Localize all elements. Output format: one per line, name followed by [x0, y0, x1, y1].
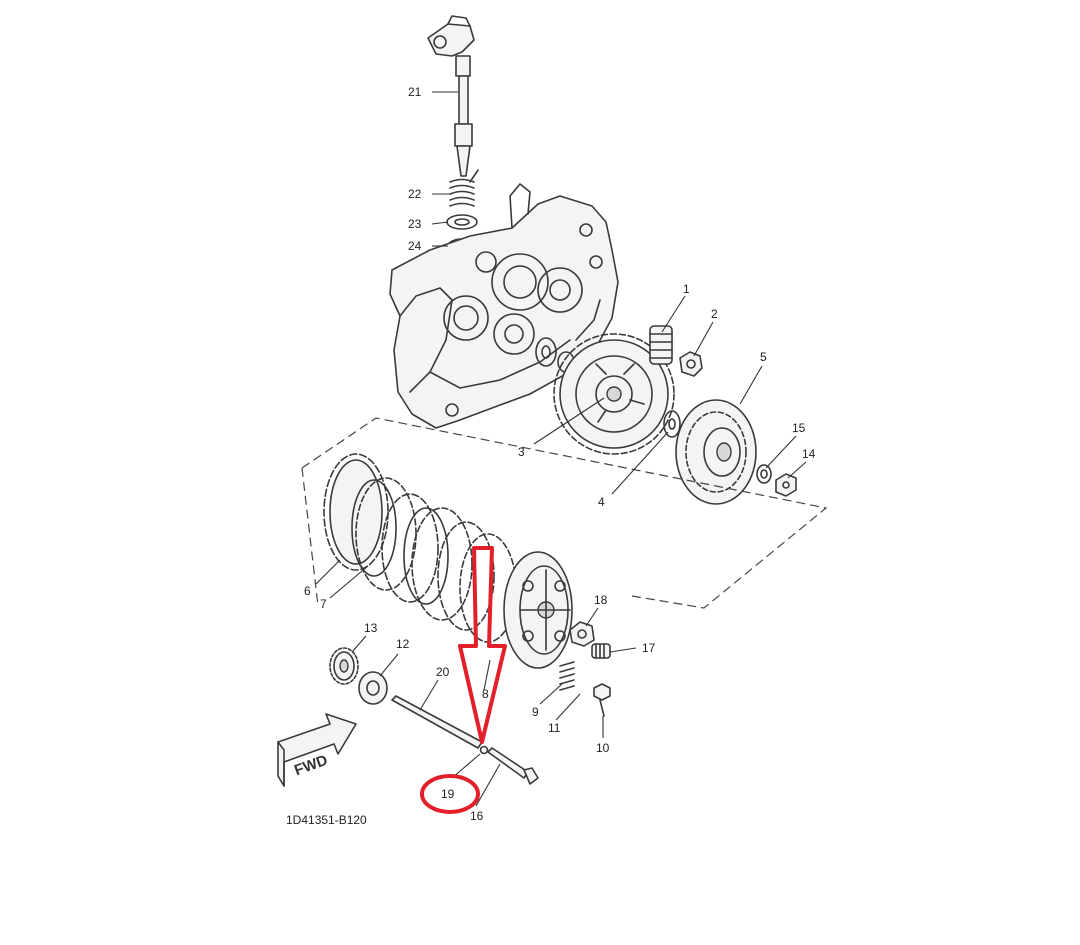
push-rod-long — [391, 695, 483, 749]
callout-1: 1 — [683, 282, 690, 296]
clutch-bolt — [593, 683, 611, 717]
callout-15: 15 — [792, 421, 806, 435]
callout-21: 21 — [408, 85, 422, 99]
diagram-code: 1D41351-B120 — [286, 813, 367, 827]
clutch-spring — [559, 661, 575, 691]
toothed-washer — [329, 647, 359, 685]
callout-23: 23 — [408, 217, 422, 231]
callout-24: 24 — [408, 239, 422, 253]
callout-numbers: 1 2 3 4 5 6 7 8 9 10 11 12 13 14 15 16 1… — [304, 85, 816, 823]
clutch-group-boundary — [301, 417, 828, 609]
leader-lines — [315, 91, 807, 807]
primary-driven-gear — [553, 333, 675, 455]
callout-12: 12 — [396, 637, 410, 651]
callout-18: 18 — [594, 593, 608, 607]
lock-washer — [756, 464, 772, 484]
thrust-washer — [663, 410, 681, 438]
callout-5: 5 — [760, 350, 767, 364]
kick-shaft-assembly — [427, 15, 479, 254]
callout-20: 20 — [436, 665, 450, 679]
push-rod-nut — [569, 621, 595, 647]
forward-direction-arrow: FWD — [277, 713, 357, 787]
pressure-plate — [503, 551, 573, 669]
push-rod-short — [487, 747, 539, 785]
drive-gear — [649, 325, 673, 365]
callout-9: 9 — [532, 705, 539, 719]
push-ball — [479, 745, 489, 755]
bearing-collar — [535, 337, 557, 367]
callout-3: 3 — [518, 445, 525, 459]
callout-8: 8 — [482, 687, 489, 701]
clutch-plate-stack — [323, 453, 517, 643]
red-down-arrow — [458, 546, 507, 744]
callout-19: 19 — [441, 787, 455, 801]
callout-17: 17 — [642, 641, 656, 655]
nut — [679, 351, 703, 377]
callout-22: 22 — [408, 187, 422, 201]
clutch-boss — [675, 399, 757, 505]
callout-7: 7 — [320, 597, 327, 611]
clutch-nut — [775, 473, 797, 497]
callout-11: 11 — [548, 721, 561, 735]
plain-washer — [358, 671, 388, 705]
callout-13: 13 — [364, 621, 378, 635]
callout-2: 2 — [711, 307, 718, 321]
callout-10: 10 — [596, 741, 610, 755]
callout-16: 16 — [470, 809, 484, 823]
callout-6: 6 — [304, 584, 311, 598]
callout-4: 4 — [598, 495, 605, 509]
adjuster-screw — [591, 643, 611, 659]
callout-14: 14 — [802, 447, 816, 461]
red-highlight-circle — [420, 774, 480, 814]
red-annotation — [420, 546, 507, 814]
